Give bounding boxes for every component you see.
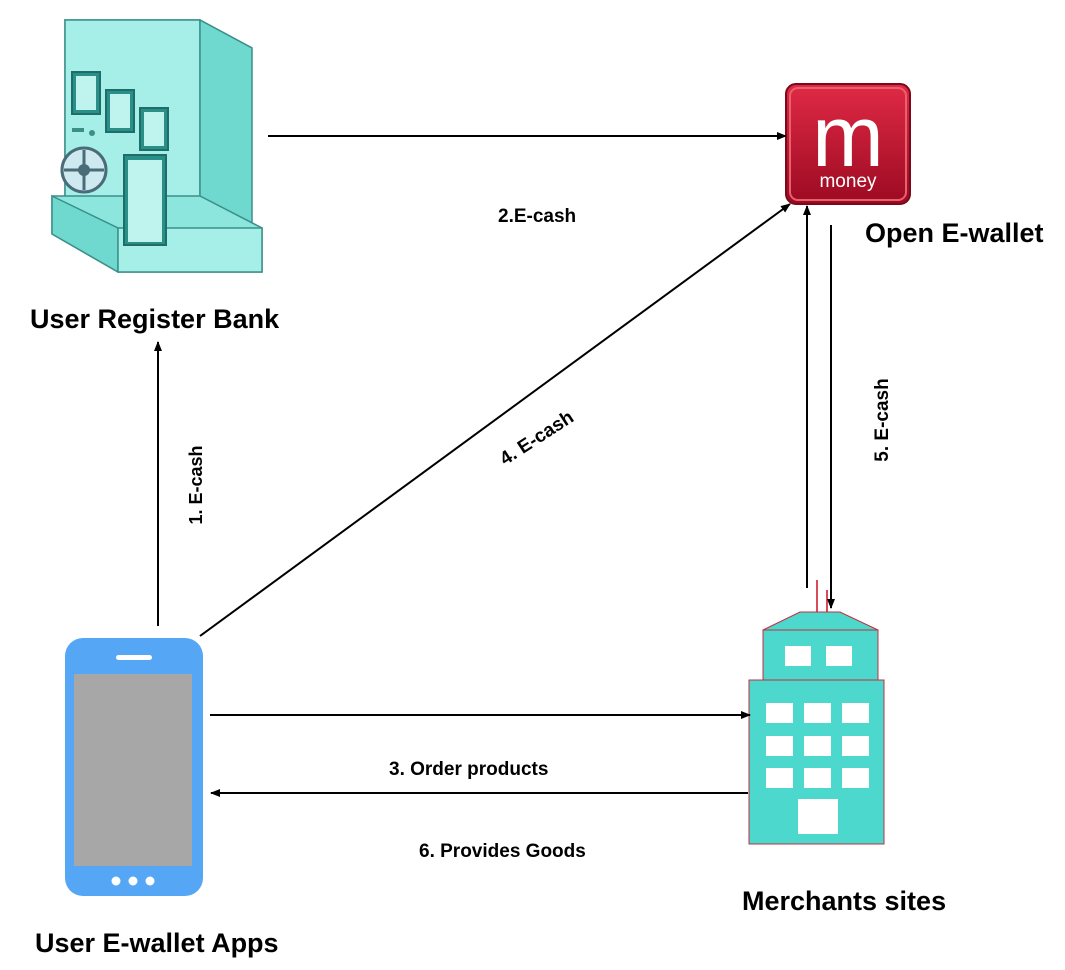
edge-label-1: 1. E-cash [186, 445, 206, 524]
edge-label-3: 3. Order products [389, 759, 549, 780]
smartphone-icon [65, 638, 203, 896]
bank-label: User Register Bank [30, 304, 280, 334]
edge-label-6: 6. Provides Goods [419, 841, 586, 862]
ewallet-label: Open E-wallet [865, 218, 1044, 248]
edge-label-5: 5. E-cash [872, 378, 893, 461]
arrow-app-to-ewallet [199, 203, 791, 637]
logo-letter: m [812, 89, 884, 185]
logo-text: money [819, 171, 877, 192]
m-money-logo: m money [785, 83, 911, 205]
merchant-label: Merchants sites [742, 886, 947, 916]
bank-vault-icon [51, 18, 263, 274]
office-building-icon [748, 580, 885, 845]
edge-label-4: 4. E-cash [496, 407, 577, 470]
edge-label-2: 2.E-cash [498, 206, 577, 227]
app-label: User E-wallet Apps [35, 928, 279, 958]
